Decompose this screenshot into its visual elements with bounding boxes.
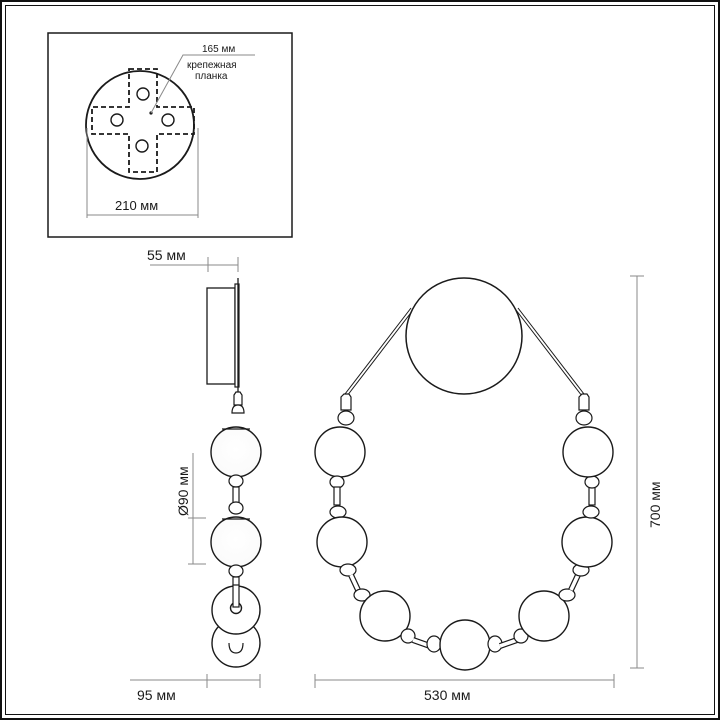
right-rod-1 <box>588 486 596 506</box>
left-bead-4 <box>353 588 371 602</box>
front-canopy <box>405 277 523 395</box>
front-globe-left-1 <box>314 426 366 478</box>
side-view: 55 мм Ø90 мм 95 м <box>130 247 262 703</box>
front-globe-right-3 <box>518 590 570 642</box>
leader-line <box>150 54 255 114</box>
side-connector <box>233 391 243 406</box>
left-cap <box>337 410 355 426</box>
right-rod-2-inner <box>569 574 580 591</box>
side-bead-1 <box>228 474 244 488</box>
left-rod-1 <box>333 486 341 506</box>
bottom-width-label: 95 мм <box>137 687 176 703</box>
side-bead-3 <box>228 564 244 578</box>
front-globe-right-1 <box>562 426 614 478</box>
plate-name-line1: крепежная <box>187 60 237 71</box>
left-bead-5 <box>400 628 416 644</box>
left-bead-1 <box>329 475 345 489</box>
globe-diameter-label: Ø90 мм <box>175 466 191 516</box>
right-bead-1 <box>584 475 600 489</box>
right-cap <box>575 410 593 426</box>
plate-size-label: 165 мм <box>202 44 235 55</box>
mounting-plate-outline <box>91 68 195 173</box>
width-label: 530 мм <box>424 687 471 703</box>
depth-label: 55 мм <box>147 247 186 263</box>
left-bead-3 <box>339 563 357 577</box>
front-globe-right-2 <box>561 516 613 568</box>
front-view: 700 мм 530 мм <box>314 275 663 703</box>
side-globe-1 <box>210 426 262 478</box>
left-bead-6 <box>426 635 442 653</box>
side-disc-back-hole <box>228 642 244 654</box>
right-bead-4 <box>558 588 576 602</box>
plate-name-line2: планка <box>195 71 228 82</box>
wire-left-b <box>346 309 414 397</box>
side-rod-3 <box>232 584 240 608</box>
height-label: 700 мм <box>647 482 663 529</box>
screw-hole-bottom <box>135 139 149 153</box>
canopy-side <box>206 287 236 385</box>
side-bead-2 <box>228 501 244 515</box>
screw-hole-left <box>110 113 124 127</box>
left-rod-2-inner <box>349 574 360 591</box>
canopy-plate-side <box>234 283 240 388</box>
screw-hole-right <box>161 113 175 127</box>
left-connector <box>340 393 352 411</box>
front-globe-left-2 <box>316 516 368 568</box>
front-globe-center <box>439 619 491 671</box>
screw-hole-top <box>136 87 150 101</box>
wire-right-b <box>515 309 583 397</box>
mount-view-border <box>47 32 293 238</box>
mount-view-panel: 165 мм крепежная планка 210 мм <box>47 32 293 238</box>
side-cap-top <box>231 404 245 414</box>
inner-frame <box>5 5 715 715</box>
right-rod-3-inner <box>499 638 518 648</box>
right-connector <box>578 393 590 411</box>
diameter-label: 210 мм <box>115 198 158 213</box>
wire-right-a <box>517 307 585 395</box>
wire-left-a <box>344 307 412 395</box>
side-globe-2 <box>210 516 262 568</box>
right-bead-2 <box>582 505 600 519</box>
left-bead-2 <box>329 505 347 519</box>
side-rod-1 <box>232 486 240 504</box>
front-globe-left-3 <box>359 590 411 642</box>
